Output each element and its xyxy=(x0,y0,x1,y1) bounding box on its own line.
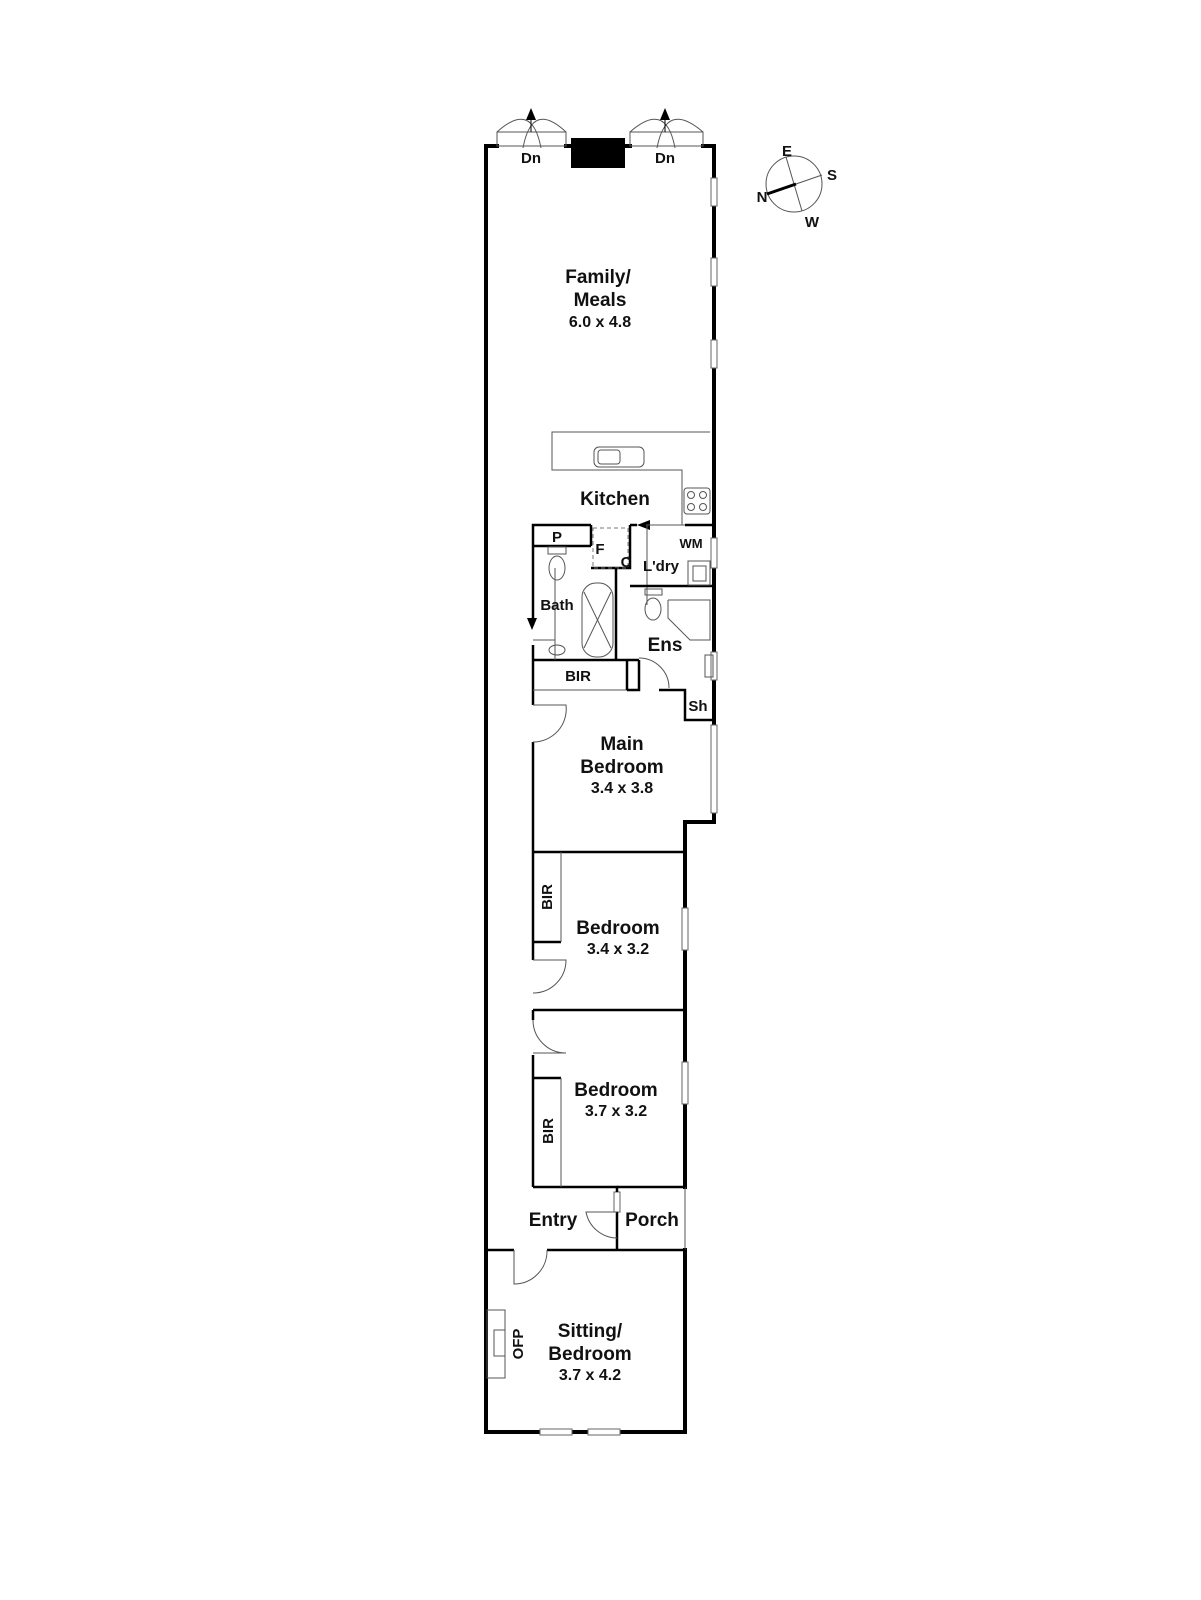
room-label: BIR xyxy=(539,884,556,910)
double-door-left[interactable] xyxy=(496,108,567,149)
room-label: Bedroom xyxy=(576,918,659,939)
room-label: Ens xyxy=(648,635,683,656)
room-label: P xyxy=(552,529,562,546)
room-size: 6.0 x 4.8 xyxy=(569,314,631,331)
room-label: Meals xyxy=(574,290,627,311)
room-label: Sh xyxy=(688,698,707,715)
room-label: Bedroom xyxy=(574,1080,657,1101)
room-size: 3.7 x 4.2 xyxy=(559,1367,621,1384)
room-size: 3.7 x 3.2 xyxy=(585,1103,647,1120)
room-label: OFP xyxy=(510,1329,527,1360)
room-label: BIR xyxy=(540,1118,557,1144)
interior-walls xyxy=(486,520,714,1252)
compass-n: N xyxy=(757,189,768,206)
chimney xyxy=(571,138,625,168)
open-fireplace xyxy=(486,1309,506,1379)
room-label: Entry xyxy=(529,1210,578,1231)
compass-e: E xyxy=(782,143,792,160)
step-down-label: Dn xyxy=(655,150,675,167)
room-label: C xyxy=(621,554,632,571)
kitchen-bench xyxy=(551,431,711,525)
room-size: 3.4 x 3.8 xyxy=(591,780,653,797)
room-label: Family/ xyxy=(565,267,631,288)
room-label: Sitting/ xyxy=(558,1321,623,1342)
room-label: L'dry xyxy=(643,558,680,575)
room-label: Main xyxy=(600,734,643,755)
compass-icon: E S N W xyxy=(757,143,837,231)
room-label: WM xyxy=(679,536,702,551)
room-label: Kitchen xyxy=(580,489,650,510)
room-size: 3.4 x 3.2 xyxy=(587,941,649,958)
windows xyxy=(539,177,718,1436)
room-label: Porch xyxy=(625,1210,679,1231)
door-swings xyxy=(513,618,670,1285)
step-down-label: Dn xyxy=(521,150,541,167)
room-label: F xyxy=(595,541,604,558)
double-door-right[interactable] xyxy=(629,108,704,149)
room-label: Bedroom xyxy=(580,757,663,778)
room-label: Bedroom xyxy=(548,1344,631,1365)
room-label: Bath xyxy=(540,597,573,614)
compass-s: S xyxy=(827,167,837,184)
fixtures xyxy=(547,546,714,678)
compass-w: W xyxy=(805,214,820,231)
room-label: BIR xyxy=(565,668,591,685)
